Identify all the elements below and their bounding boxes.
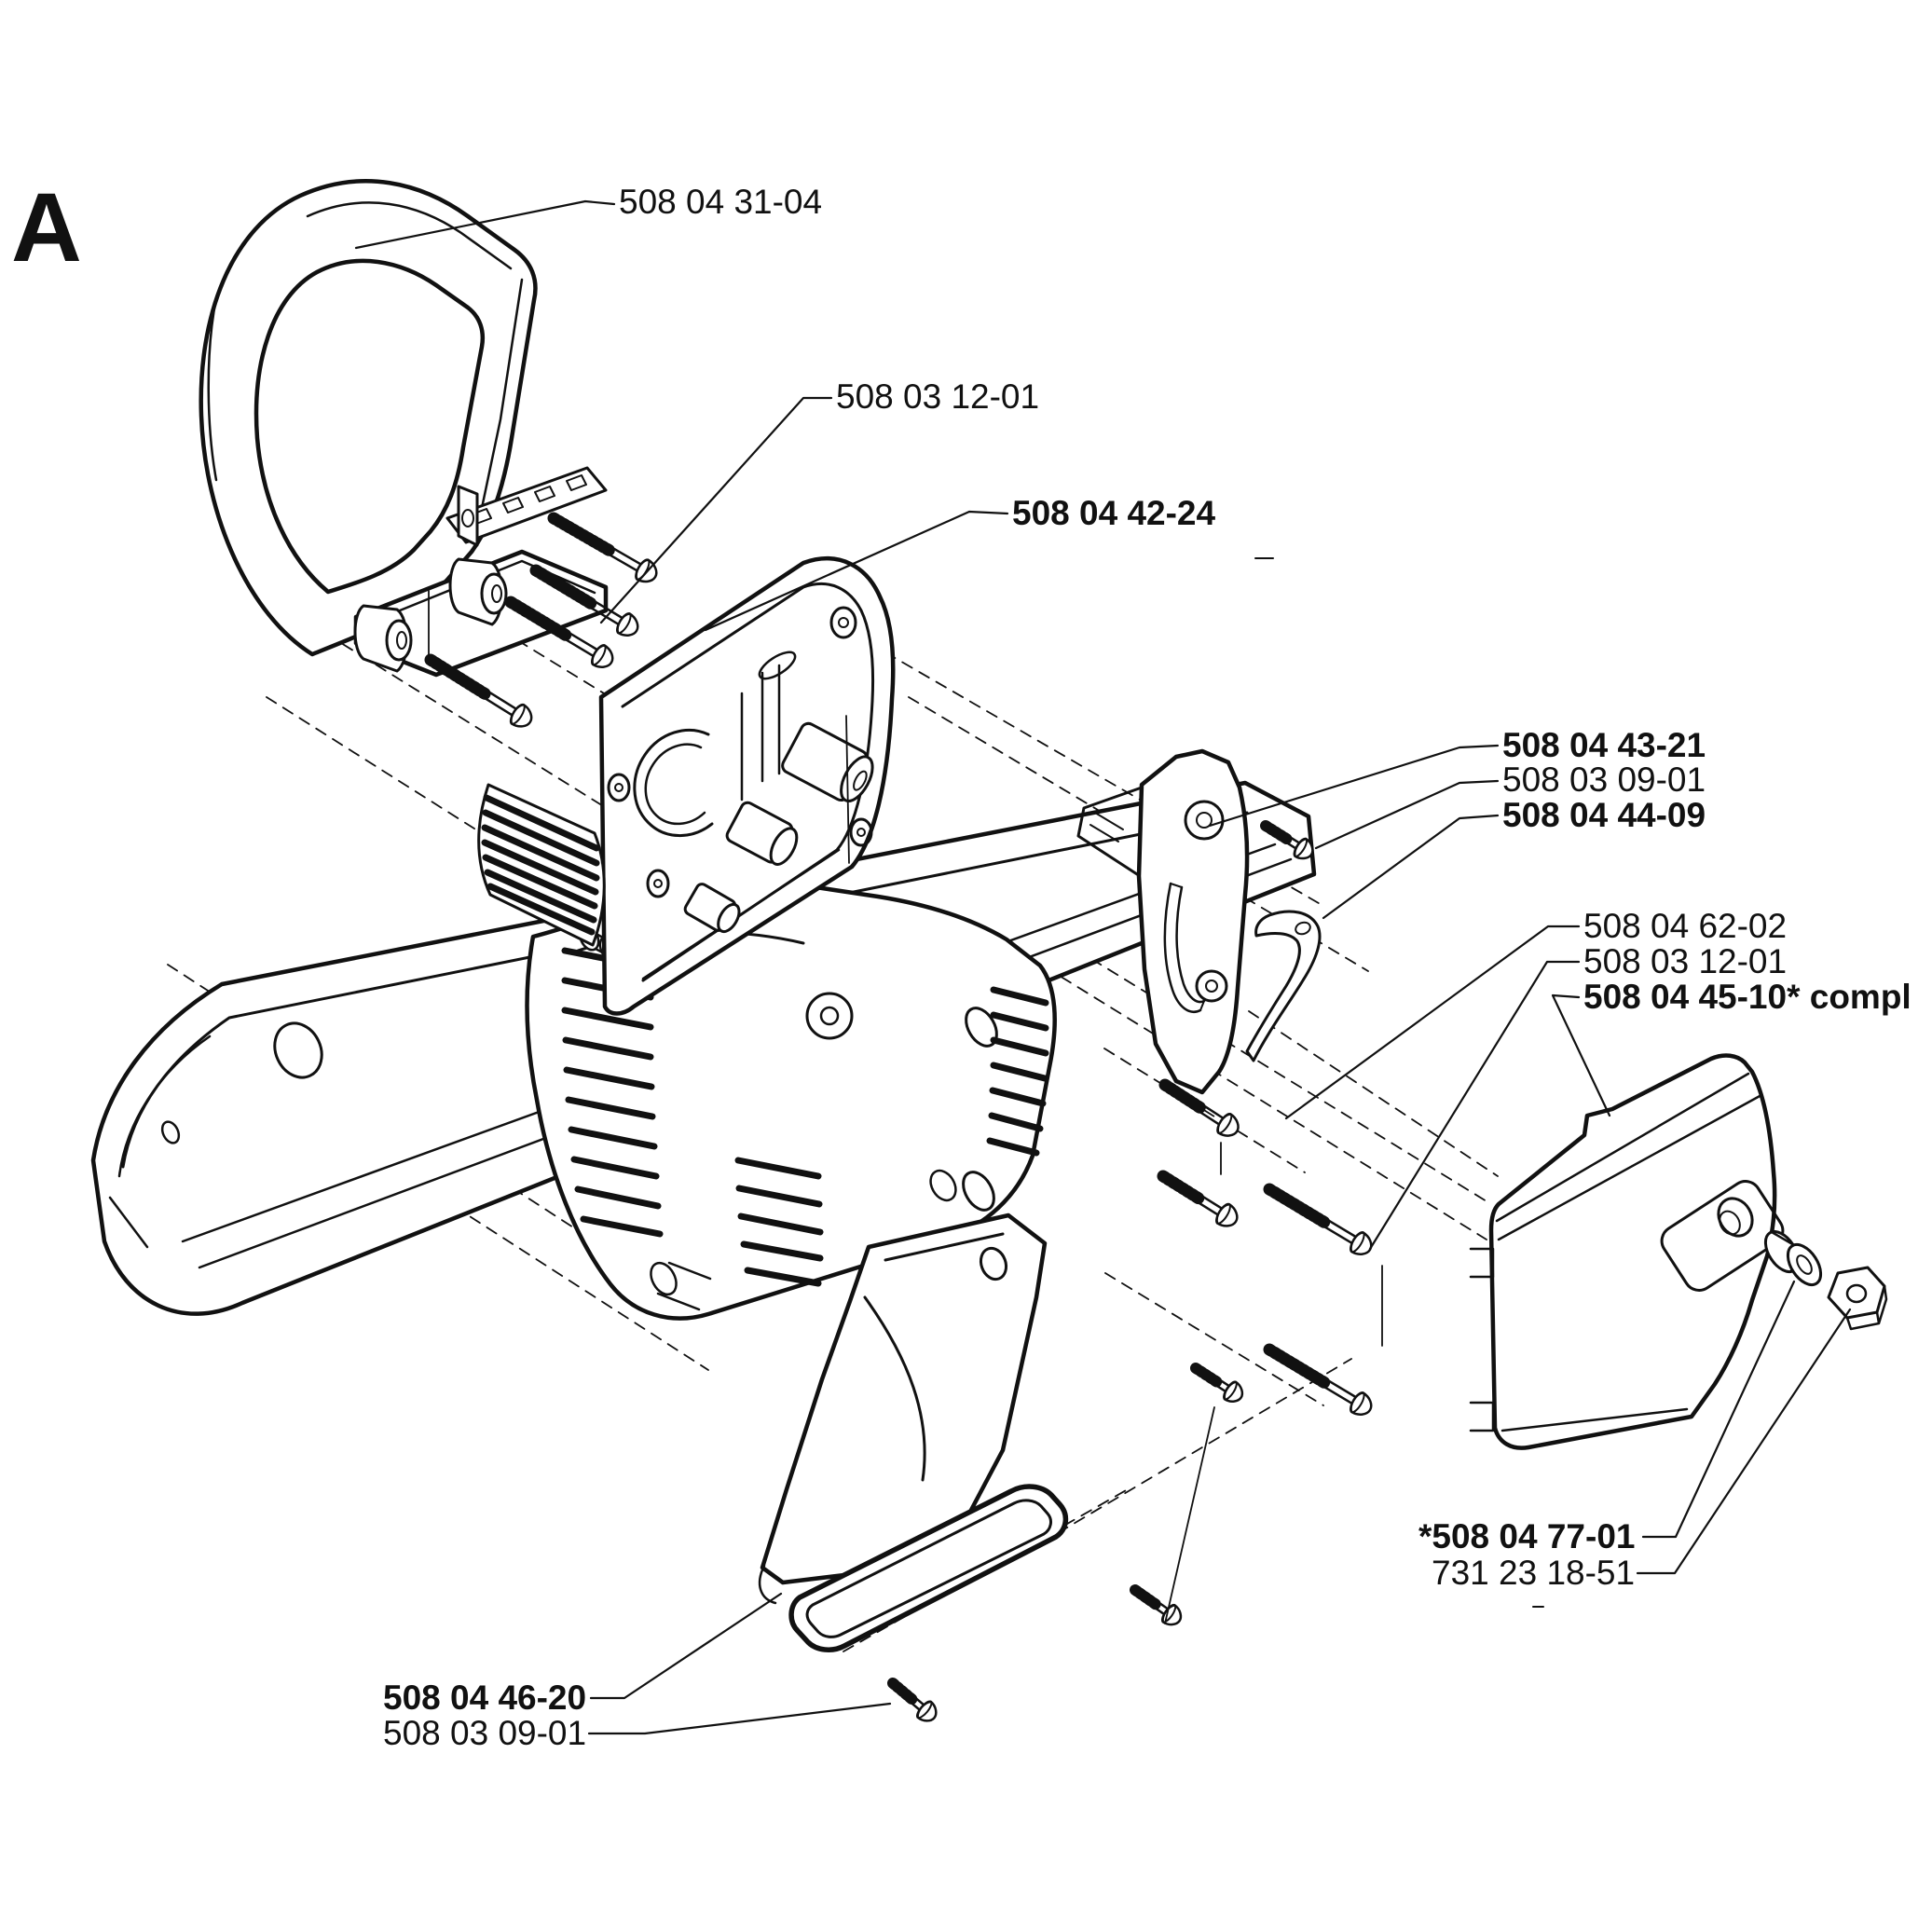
front-handle [199, 179, 538, 657]
handle-bracket [353, 549, 609, 678]
handle-mount-rail [445, 466, 608, 547]
part-label: 508 04 42-24 [1012, 494, 1216, 532]
part-label: 508 04 43-21 [1502, 726, 1706, 764]
section-letter: A [11, 173, 82, 282]
part-label: 508 04 44-09 [1502, 796, 1706, 834]
part-label: 731 23 18-51 [1432, 1554, 1635, 1592]
leader-lines [354, 199, 1852, 1735]
rear-handle-assembly [758, 1213, 1069, 1652]
part-label: 508 04 45-10* compl [1583, 978, 1911, 1016]
cooling-fins-right [986, 986, 1049, 1157]
alignment-lines [428, 557, 1544, 1624]
bushing [448, 557, 508, 626]
part-label: 508 04 46-20 [383, 1679, 586, 1717]
crankcase-housing [598, 556, 896, 1016]
part-label: *508 04 77-01 [1418, 1517, 1635, 1555]
crank-boss-cylinders [683, 721, 874, 934]
brake-lever [1245, 910, 1322, 1062]
cylinder-fins [477, 783, 606, 947]
clutch-cover [1469, 1053, 1785, 1450]
mount-foot [650, 1261, 712, 1311]
bushing [353, 604, 413, 673]
part-label: 508 03 12-01 [836, 377, 1039, 416]
washer [1763, 1229, 1823, 1287]
part-label: 508 04 31-04 [619, 183, 822, 221]
part-labels: 508 04 31-04 508 03 12-01 508 04 42-24 5… [383, 183, 1911, 1752]
part-label: 508 03 09-01 [1502, 760, 1706, 799]
hex-nut [1827, 1266, 1888, 1331]
part-label: 508 04 62-02 [1583, 907, 1787, 945]
part-label: 508 03 09-01 [383, 1714, 586, 1752]
side-plate [1076, 748, 1250, 1095]
cooling-fins-lower [734, 1157, 824, 1287]
part-label: 508 03 12-01 [1583, 942, 1787, 980]
